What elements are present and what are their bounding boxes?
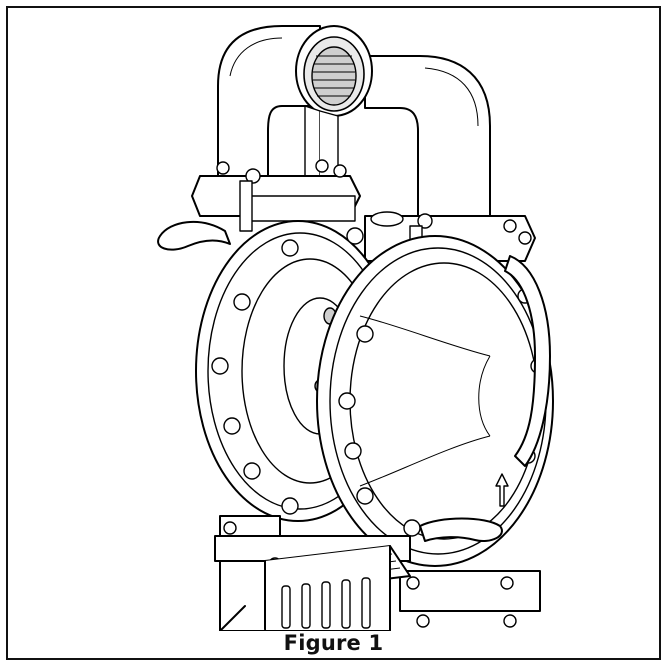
left-chamber-bolts bbox=[211, 227, 364, 515]
diaphragm-pump-drawing bbox=[157, 25, 554, 631]
flow-arrow bbox=[495, 473, 509, 507]
figure-frame: Figure 1 bbox=[6, 6, 661, 660]
figure-caption: Figure 1 bbox=[283, 631, 384, 655]
right-chamber bbox=[316, 235, 554, 567]
lower-manifold bbox=[214, 515, 541, 631]
left-handle bbox=[157, 220, 231, 251]
base-vents bbox=[281, 577, 371, 629]
bottom-handle bbox=[419, 517, 503, 542]
left-upper-flange bbox=[191, 159, 361, 232]
right-side-pipe bbox=[504, 255, 551, 467]
pump-illustration bbox=[20, 16, 647, 631]
